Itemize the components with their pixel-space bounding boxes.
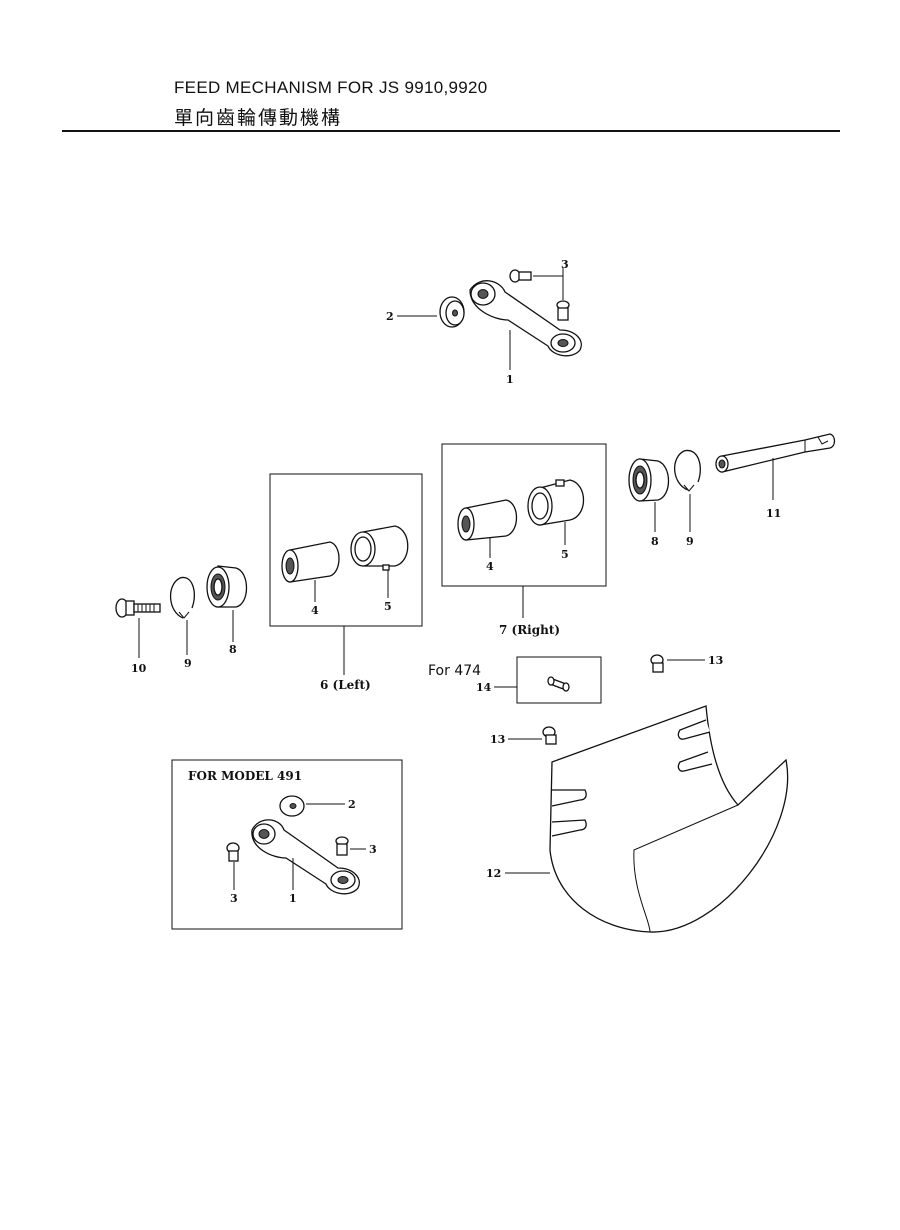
label-491-3a: 3 xyxy=(230,892,238,905)
label-491-1: 1 xyxy=(289,892,297,905)
part-5-collar-left xyxy=(350,525,409,571)
part-5-collar-right xyxy=(527,479,584,526)
label-part-13a: 13 xyxy=(708,654,723,667)
part-2-washer-491 xyxy=(279,795,305,817)
header-rule xyxy=(62,130,840,132)
label-top-1: 1 xyxy=(506,373,514,386)
part-9-retaining-ring-left xyxy=(169,576,195,619)
part-8-bearing-right xyxy=(628,458,670,502)
page-title: FEED MECHANISM FOR JS 9910,9920 xyxy=(174,78,488,97)
label-right-9: 9 xyxy=(686,535,694,548)
label-box7-name: 7 (Right) xyxy=(499,623,560,637)
part-3-screw-491-a xyxy=(226,842,240,862)
label-left-8: 8 xyxy=(229,643,237,656)
label-491-3b: 3 xyxy=(369,843,377,856)
part-9-retaining-ring-right xyxy=(674,449,701,492)
part-12-cover xyxy=(549,705,789,933)
label-top-3: 3 xyxy=(561,258,569,271)
label-491-2: 2 xyxy=(348,798,356,811)
label-box6-5: 5 xyxy=(384,600,392,613)
box-for-model-491 xyxy=(171,759,403,930)
part-3-screw-top-a xyxy=(509,269,532,283)
part-1-link-arm-491 xyxy=(251,819,360,895)
note-for-model-491: FOR MODEL 491 xyxy=(188,769,302,783)
part-3-screw-491-b xyxy=(335,836,349,856)
label-top-2: 2 xyxy=(386,310,394,323)
label-box6-name: 6 (Left) xyxy=(320,678,371,692)
part-4-sleeve-right xyxy=(457,499,518,541)
part-10-bolt xyxy=(115,598,161,618)
box-6-left xyxy=(269,473,423,627)
part-13-screw-b xyxy=(542,726,557,745)
label-part-12: 12 xyxy=(486,867,501,880)
part-2-washer xyxy=(439,296,465,328)
label-box6-4: 4 xyxy=(311,604,319,617)
label-part-14: 14 xyxy=(476,681,492,694)
label-box7-5: 5 xyxy=(561,548,569,561)
label-right-11: 11 xyxy=(766,507,781,520)
label-left-10: 10 xyxy=(131,662,147,675)
part-1-link-arm xyxy=(469,280,582,357)
part-13-screw-a xyxy=(650,654,664,673)
box-7-right xyxy=(441,443,607,587)
label-box7-4: 4 xyxy=(486,560,494,573)
note-for-474: For 474 xyxy=(428,663,481,679)
part-8-bearing-left xyxy=(206,565,248,608)
box-for-474 xyxy=(516,656,602,704)
part-11-shaft xyxy=(715,433,836,473)
label-right-8: 8 xyxy=(651,535,659,548)
part-3-screw-top-b xyxy=(556,300,570,321)
label-left-9: 9 xyxy=(184,657,192,670)
label-part-13b: 13 xyxy=(490,733,505,746)
part-4-sleeve-left xyxy=(281,541,340,583)
page-title-chinese: 單向齒輪傳動機構 xyxy=(174,107,343,129)
part-14-set-screw xyxy=(547,676,570,692)
